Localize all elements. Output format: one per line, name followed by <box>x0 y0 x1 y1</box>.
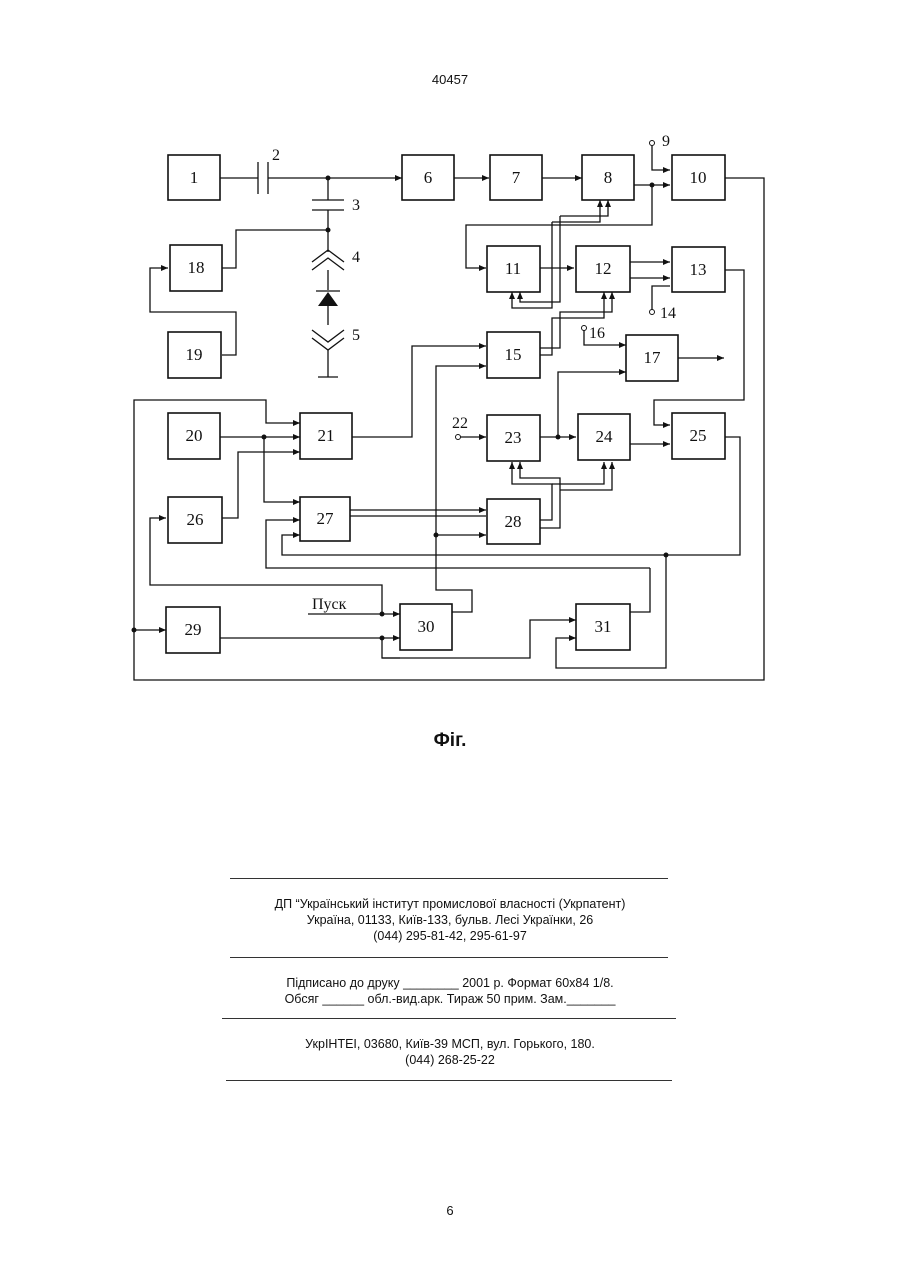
svg-text:15: 15 <box>505 345 522 364</box>
svg-text:17: 17 <box>644 348 662 367</box>
block-17: 17 <box>626 335 678 381</box>
svg-text:24: 24 <box>596 427 614 446</box>
divider <box>230 878 668 879</box>
block-12: 12 <box>576 246 630 292</box>
block-7: 7 <box>490 155 542 200</box>
divider <box>226 1080 672 1081</box>
label-5: 5 <box>352 327 360 344</box>
label-start: Пуск <box>312 596 347 613</box>
block-1: 1 <box>168 155 220 200</box>
block-21: 21 <box>300 413 352 459</box>
wires <box>132 141 765 681</box>
print-line-2: Обсяг ______ обл.-вид.арк. Тираж 50 прим… <box>0 991 900 1007</box>
block-25: 25 <box>672 413 725 459</box>
block-6: 6 <box>402 155 454 200</box>
svg-text:31: 31 <box>595 617 612 636</box>
svg-text:27: 27 <box>317 509 335 528</box>
block-26: 26 <box>168 497 222 543</box>
pub-line-1: УкрІНТЕІ, 03680, Київ-39 МСП, вул. Горьк… <box>0 1036 900 1052</box>
imprint-org: ДП “Український інститут промислової вла… <box>0 896 900 944</box>
svg-text:8: 8 <box>604 168 613 187</box>
svg-text:13: 13 <box>690 260 707 279</box>
label-9: 9 <box>662 133 670 150</box>
svg-text:7: 7 <box>512 168 521 187</box>
svg-text:23: 23 <box>505 428 522 447</box>
svg-text:12: 12 <box>595 259 612 278</box>
imprint-print: Підписано до друку ________ 2001 р. Форм… <box>0 975 900 1007</box>
divider <box>230 957 668 958</box>
label-14: 14 <box>660 305 676 322</box>
imprint-publisher: УкрІНТЕІ, 03680, Київ-39 МСП, вул. Горьк… <box>0 1036 900 1068</box>
label-4: 4 <box>352 249 360 266</box>
svg-text:6: 6 <box>424 168 433 187</box>
svg-text:11: 11 <box>505 259 521 278</box>
label-16: 16 <box>589 325 605 342</box>
block-28: 28 <box>487 499 540 544</box>
block-31: 31 <box>576 604 630 650</box>
svg-text:18: 18 <box>188 258 205 277</box>
org-line-2: Україна, 01133, Київ-133, бульв. Лесі Ук… <box>0 912 900 928</box>
block-19: 19 <box>168 332 221 378</box>
block-18: 18 <box>170 245 222 291</box>
svg-text:29: 29 <box>185 620 202 639</box>
svg-text:10: 10 <box>690 168 707 187</box>
svg-text:30: 30 <box>418 617 435 636</box>
block-13: 13 <box>672 247 725 292</box>
block-20: 20 <box>168 413 220 459</box>
svg-text:1: 1 <box>190 168 199 187</box>
block-24: 24 <box>578 414 630 460</box>
org-line-3: (044) 295-81-42, 295-61-97 <box>0 928 900 944</box>
divider <box>222 1018 676 1019</box>
print-line-1: Підписано до друку ________ 2001 р. Форм… <box>0 975 900 991</box>
block-8: 8 <box>582 155 634 200</box>
svg-text:28: 28 <box>505 512 522 531</box>
block-23: 23 <box>487 415 540 461</box>
block-diagram: 1 6 7 8 10 11 12 13 15 17 18 19 20 21 23… <box>0 0 900 720</box>
figure-caption: Фіг. <box>0 730 900 752</box>
label-22: 22 <box>452 415 468 432</box>
block-11: 11 <box>487 246 540 292</box>
label-2: 2 <box>272 147 280 164</box>
page-number: 6 <box>0 1203 900 1218</box>
block-30: 30 <box>400 604 452 650</box>
svg-text:19: 19 <box>186 345 203 364</box>
svg-text:21: 21 <box>318 426 335 445</box>
pub-line-2: (044) 268-25-22 <box>0 1052 900 1068</box>
svg-text:20: 20 <box>186 426 203 445</box>
block-29: 29 <box>166 607 220 653</box>
svg-text:25: 25 <box>690 426 707 445</box>
block-10: 10 <box>672 155 725 200</box>
block-27: 27 <box>300 497 350 541</box>
svg-text:26: 26 <box>187 510 204 529</box>
block-15: 15 <box>487 332 540 378</box>
label-3: 3 <box>352 197 360 214</box>
org-line-1: ДП “Український інститут промислової вла… <box>0 896 900 912</box>
